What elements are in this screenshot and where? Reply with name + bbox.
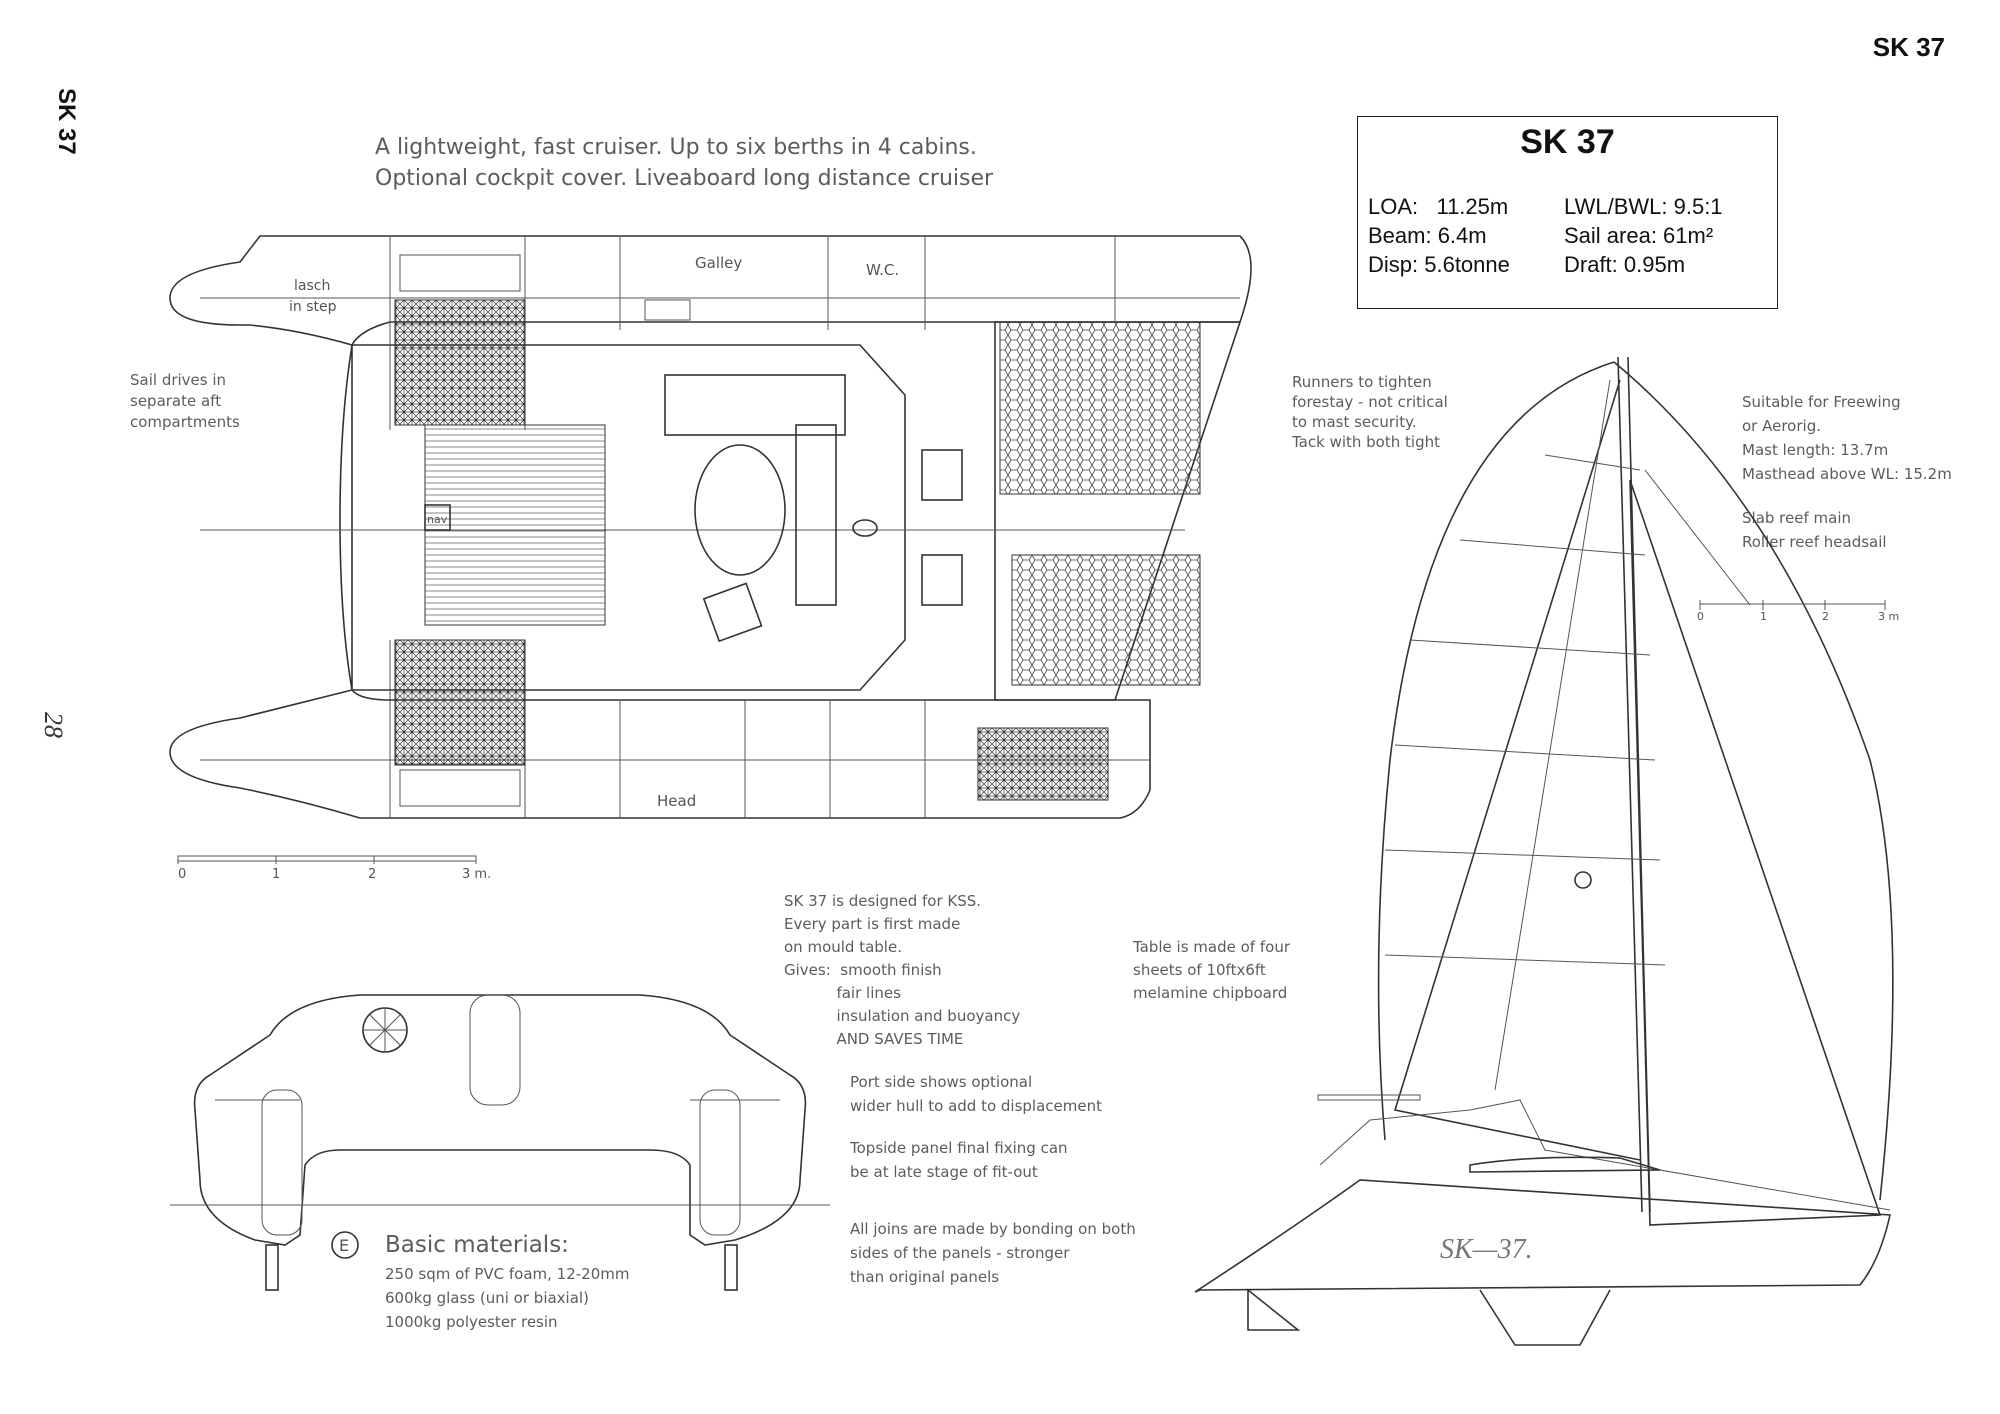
joins-note: All joins are made by bonding on both si… — [850, 1220, 1136, 1286]
plan-scale-3: 3 m. — [462, 867, 491, 882]
hatch-upper — [921, 449, 963, 501]
spec-loa: LOA: 11.25m — [1368, 194, 1509, 219]
deckhouse — [1319, 1099, 1891, 1211]
spec-lwl-bwl: LWL/BWL: 9.5:1 — [1564, 194, 1723, 219]
forestay-arc — [1644, 469, 1751, 606]
lower-berth — [394, 639, 526, 766]
reef-note: Slab reef main Roller reef headsail — [1742, 509, 1887, 551]
materials-heading: Basic materials: — [385, 1232, 569, 1258]
label-wc: W.C. — [866, 261, 899, 279]
nav-box — [424, 504, 451, 531]
materials-list: 250 sqm of PVC foam, 12-20mm 600kg glass… — [385, 1265, 630, 1331]
design-note: SK 37 is designed for KSS. Every part is… — [784, 892, 1021, 1048]
plan-scale-2: 2 — [368, 867, 376, 882]
corner-title: SK 37 — [1872, 32, 1945, 62]
topside-note: Topside panel final fixing can be at lat… — [850, 1139, 1068, 1181]
seat-box — [702, 582, 763, 643]
companionway — [469, 994, 521, 1106]
hull-lettering: SK—37. — [1440, 1234, 1533, 1265]
section-marker-circle — [331, 1231, 359, 1259]
forward-berth — [977, 727, 1109, 801]
upper-berth — [394, 299, 526, 426]
rudder-profile — [1479, 1289, 1611, 1346]
plan-scale-bar: 0 1 2 3 m. — [177, 855, 491, 882]
label-head: Head — [657, 792, 696, 810]
keel-profile — [1247, 1288, 1301, 1331]
spec-title: SK 37 — [1520, 123, 1615, 161]
bridgedeck — [339, 344, 353, 691]
mast-step — [852, 519, 878, 537]
gennaker-leech — [1613, 361, 1894, 1201]
spec-sail-area: Sail area: 61m² — [1564, 223, 1714, 248]
stbd-keel — [724, 1244, 738, 1291]
settee — [795, 424, 837, 606]
rig-scale-0: 0 — [1697, 610, 1704, 623]
intro-line-1: A lightweight, fast cruiser. Up to six b… — [375, 135, 977, 160]
rig-scale-3: 3 m — [1878, 610, 1899, 623]
rig-scale-2: 2 — [1822, 610, 1829, 623]
hatch-lower — [921, 554, 963, 606]
section-view: E — [170, 994, 830, 1291]
label-in-step: in step — [289, 299, 337, 315]
label-nav: nav — [427, 513, 448, 526]
rig-note: Suitable for Freewing or Aerorig. Mast l… — [1742, 393, 1952, 483]
mast-aft-edge — [1617, 356, 1643, 1213]
trampoline-port — [999, 321, 1201, 495]
trampoline-stbd — [1011, 554, 1201, 686]
jib — [1629, 479, 1882, 1226]
cockpit-sole — [424, 424, 606, 626]
cabin-top — [1469, 1156, 1661, 1173]
section-marker-label: E — [339, 1236, 349, 1255]
spec-beam: Beam: 6.4m — [1368, 223, 1487, 248]
sail-drives-note: Sail drives in separate aft compartments — [130, 371, 240, 431]
runners-note: Runners to tighten forestay - not critic… — [1292, 373, 1448, 451]
plan-view: Galley W.C. lasch in step Head nav 0 1 2… — [169, 235, 1252, 882]
mainsail — [1393, 379, 1641, 1161]
stbd-hull-inner — [699, 1089, 741, 1236]
deck-outline — [352, 344, 906, 691]
sail-plan: SK—37. 0 1 2 3 m — [1194, 356, 1899, 1346]
runner — [1494, 379, 1611, 1091]
wheel-spokes — [363, 1008, 407, 1052]
hull-profile — [1194, 1179, 1891, 1293]
gennaker — [1377, 361, 1615, 1141]
rig-scale-bar: 0 1 2 3 m — [1697, 600, 1899, 623]
port-keel — [265, 1244, 279, 1291]
upper-hull — [169, 235, 1252, 346]
battens — [1384, 454, 1666, 966]
galley-counter — [664, 374, 846, 436]
spec-disp: Disp: 5.6tonne — [1368, 252, 1510, 277]
section-outline — [193, 994, 807, 1246]
plan-scale-1: 1 — [272, 867, 280, 882]
spec-draft: Draft: 0.95m — [1564, 252, 1686, 277]
port-side-note: Port side shows optional wider hull to a… — [850, 1073, 1102, 1115]
intro-text: A lightweight, fast cruiser. Up to six b… — [375, 132, 993, 194]
label-galley: Galley — [695, 254, 742, 272]
table-note: Table is made of four sheets of 10ftx6ft… — [1133, 938, 1290, 1002]
coachroof — [1317, 1094, 1421, 1101]
spec-box: SK 37 LOA: 11.25m LWL/BWL: 9.5:1 Beam: 6… — [1357, 116, 1778, 309]
rig-scale-1: 1 — [1760, 610, 1767, 623]
port-hull-inner — [261, 1089, 303, 1236]
plan-scale-0: 0 — [178, 867, 186, 882]
label-lasch: lasch — [294, 278, 330, 294]
saloon-table — [694, 444, 786, 576]
winch — [1574, 871, 1592, 889]
intro-line-2: Optional cockpit cover. Liveaboard long … — [375, 166, 994, 191]
